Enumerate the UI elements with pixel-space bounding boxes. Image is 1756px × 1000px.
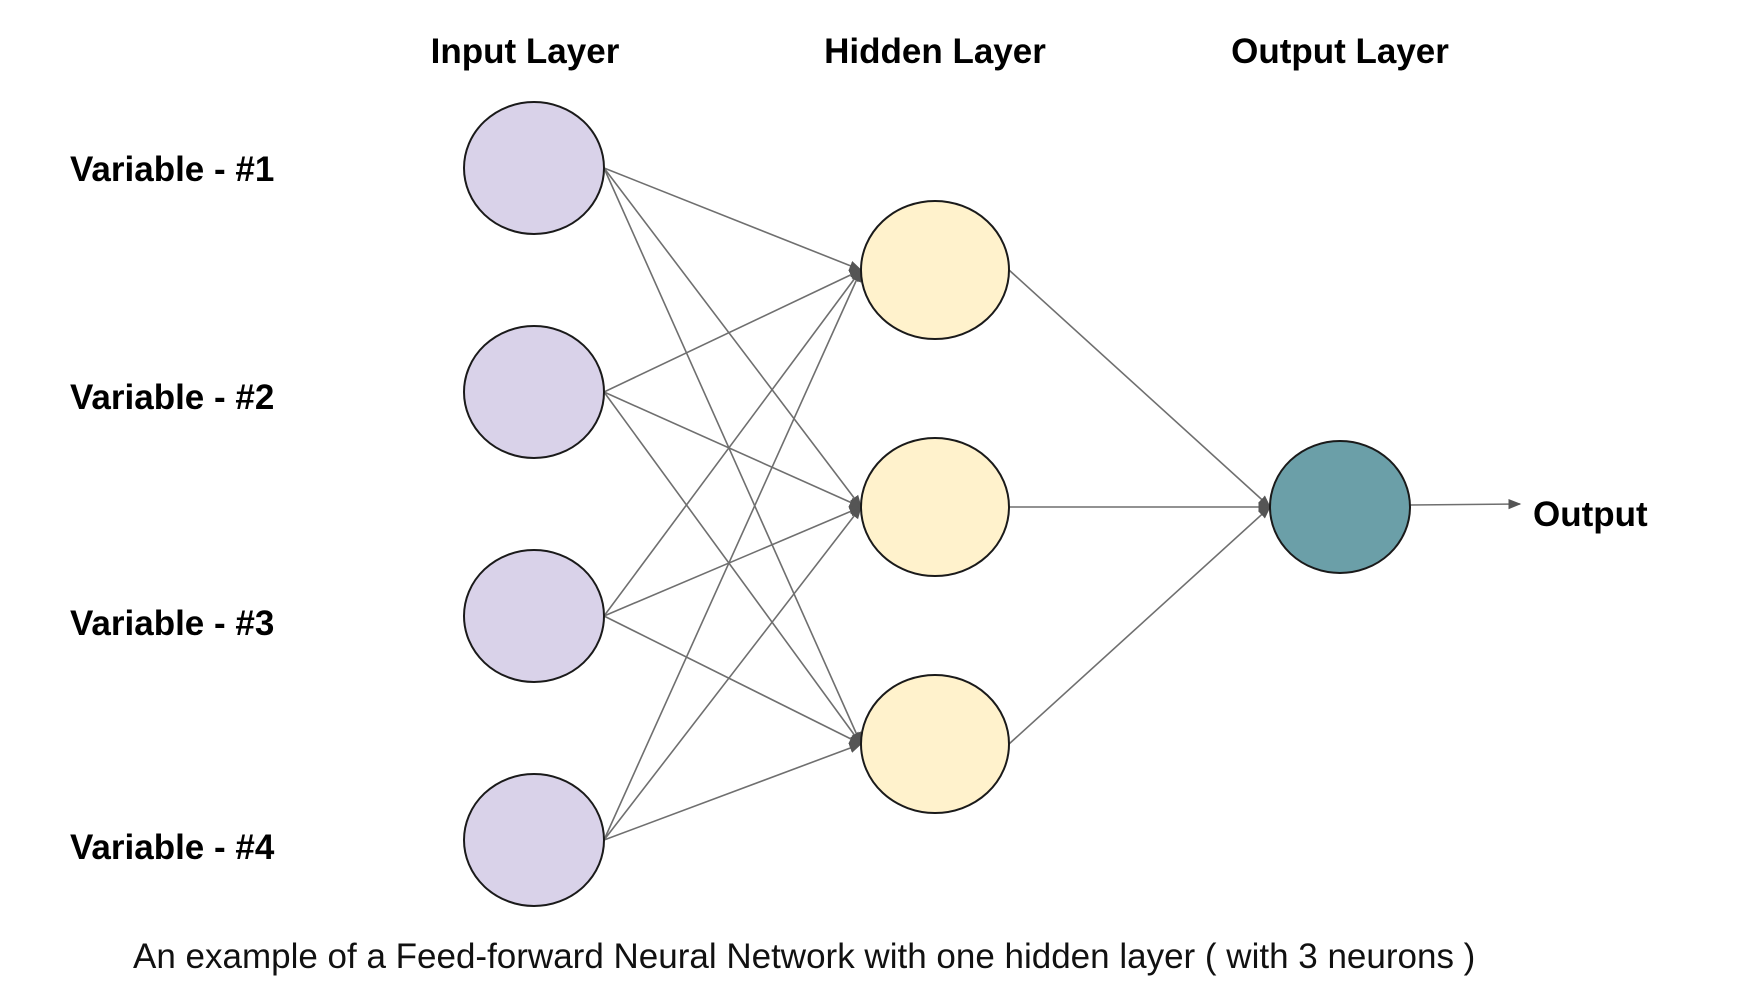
- input-label-3: Variable - #3: [70, 604, 274, 643]
- input-node-3: [463, 549, 605, 683]
- edge-input-4-hidden-1: [603, 268, 862, 841]
- input-node-1: [463, 101, 605, 235]
- output-layer: [1269, 440, 1411, 574]
- edge-hidden-3-output: [1008, 506, 1271, 745]
- input-layer: [463, 101, 605, 907]
- hidden-node-1: [860, 200, 1010, 340]
- edge-input-2-hidden-1: [603, 269, 863, 393]
- hidden-layer: [860, 200, 1010, 814]
- hidden-node-2: [860, 437, 1010, 577]
- connections: [603, 167, 1522, 841]
- edge-input-3-hidden-3: [603, 615, 863, 745]
- edge-output-arrow: [1409, 498, 1522, 510]
- edge-input-1-hidden-1: [603, 167, 863, 271]
- input-layer-title: Input Layer: [431, 32, 620, 71]
- hidden-node-3: [860, 674, 1010, 814]
- input-label-2: Variable - #2: [70, 378, 274, 417]
- edge-input-3-hidden-2: [603, 506, 863, 617]
- edge-input-2-hidden-2: [603, 391, 863, 508]
- edge-hidden-1-output: [1008, 269, 1271, 508]
- edge-input-1-hidden-3: [603, 167, 862, 746]
- input-label-4: Variable - #4: [70, 828, 275, 867]
- diagram-caption: An example of a Feed-forward Neural Netw…: [133, 937, 1475, 976]
- edge-input-4-hidden-2: [603, 505, 862, 841]
- output-layer-title: Output Layer: [1231, 32, 1449, 71]
- output-label: Output: [1533, 495, 1648, 534]
- input-label-1: Variable - #1: [70, 150, 274, 189]
- edge-input-2-hidden-3: [603, 391, 862, 746]
- input-node-4: [463, 773, 605, 907]
- edge-input-3-hidden-1: [603, 268, 862, 617]
- output-node: [1269, 440, 1411, 574]
- edge-input-4-hidden-3: [603, 743, 863, 841]
- edge-input-1-hidden-2: [603, 167, 862, 509]
- input-node-2: [463, 325, 605, 459]
- hidden-layer-title: Hidden Layer: [824, 32, 1046, 71]
